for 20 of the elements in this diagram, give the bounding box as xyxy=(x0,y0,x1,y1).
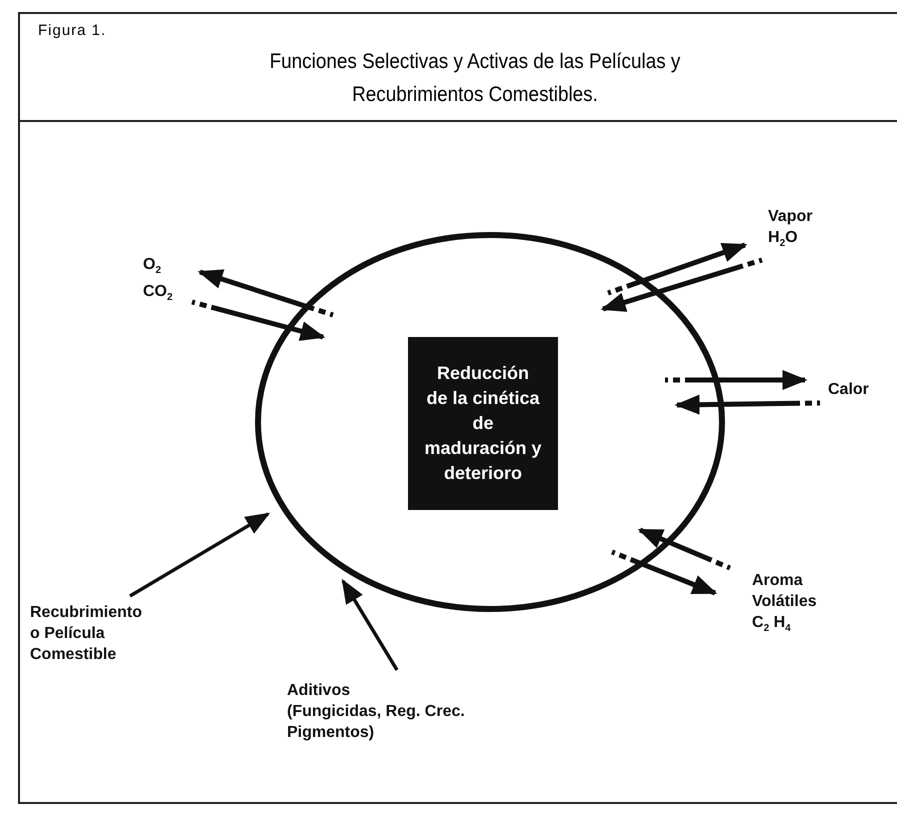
arrow xyxy=(638,528,731,570)
arrow xyxy=(611,550,718,596)
figure-number: Figura 1. xyxy=(38,22,106,39)
heading-label: Aditivos xyxy=(287,681,352,701)
process-box: Reducción de la cinética de maduración y deterioro xyxy=(408,337,558,510)
text-label: Recubrimiento o Película Comestible xyxy=(30,602,155,665)
arrow xyxy=(674,394,820,415)
figure-title: Funciones Selectivas y Activas de las Películas y Recubrimientos Comestibles. xyxy=(268,49,682,108)
arrow xyxy=(191,300,326,341)
arrow xyxy=(198,269,334,318)
text-label: Aroma Volátiles C$_{2}$ H$_{4}$ xyxy=(752,570,830,640)
leader-arrow xyxy=(342,578,398,671)
arrow xyxy=(600,258,763,312)
text-label: (Fungicidas, Reg. Crec. Pigmentos) xyxy=(287,702,466,743)
text-label: O$_{2}$ CO$_{2}$ xyxy=(143,254,173,308)
arrow xyxy=(607,242,748,296)
text-label: Calor xyxy=(828,379,869,400)
text-label: Vapor H$_{2}$O xyxy=(768,206,812,254)
leader-arrow xyxy=(129,512,270,598)
arrow xyxy=(665,370,808,390)
